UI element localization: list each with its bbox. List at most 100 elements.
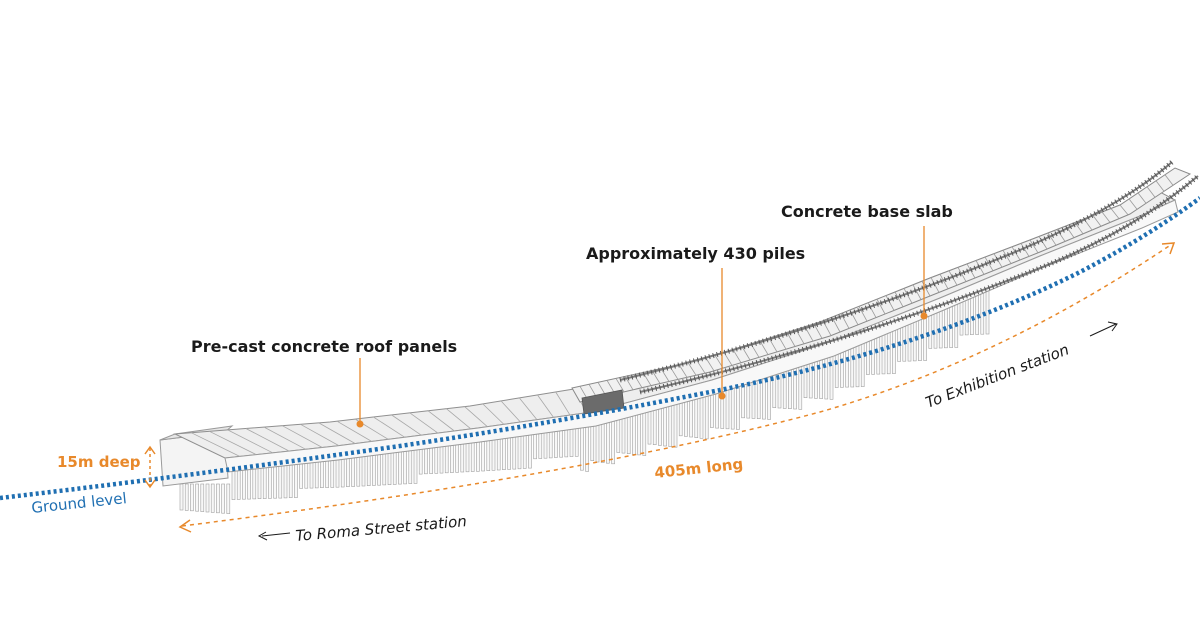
pile	[346, 456, 350, 487]
pile	[221, 483, 225, 514]
depth-arrow-top	[144, 445, 156, 455]
leader-dot-piles	[718, 392, 726, 400]
pile	[699, 395, 704, 439]
frame-rib	[732, 349, 742, 363]
pile	[377, 452, 381, 486]
pile	[216, 483, 220, 514]
pile	[564, 427, 569, 458]
roof-panel-seam	[518, 397, 538, 420]
pile	[689, 398, 693, 438]
pile	[642, 411, 647, 456]
length-arrow-right	[1161, 242, 1176, 255]
label-piles: Approximately 430 piles	[586, 244, 805, 263]
pile	[392, 450, 397, 485]
pile	[444, 444, 449, 474]
pile	[439, 444, 444, 474]
roof-panel-seam	[282, 425, 323, 448]
pile	[741, 383, 745, 419]
roof-panel-seam	[263, 426, 306, 450]
pile	[351, 455, 355, 487]
pile	[580, 425, 584, 471]
pile	[845, 348, 849, 388]
frame-rib	[894, 291, 904, 307]
frame-rib	[921, 281, 931, 297]
pile	[600, 422, 605, 463]
pile	[247, 467, 251, 500]
pile	[387, 451, 392, 486]
pile	[704, 394, 709, 440]
pile	[590, 424, 595, 462]
pile	[470, 440, 475, 472]
rail-track-lower-ties	[639, 174, 1200, 395]
frame-ribs	[579, 174, 1174, 401]
pile	[860, 342, 865, 387]
pile	[304, 461, 309, 489]
pile	[767, 375, 771, 420]
frame-rib	[813, 323, 823, 339]
frame-rib	[759, 340, 769, 355]
pile	[460, 442, 465, 473]
pile	[424, 446, 428, 475]
pile	[678, 401, 683, 437]
label-to-exhibition: To Exhibition station	[923, 340, 1071, 411]
pile	[616, 418, 621, 453]
pile	[268, 465, 272, 499]
roof-panel-seam	[191, 432, 240, 457]
roof-panel-seam	[464, 406, 488, 428]
pile	[429, 446, 433, 474]
pile	[663, 405, 667, 447]
pile	[481, 439, 485, 472]
pile	[273, 464, 277, 499]
pile	[517, 434, 522, 470]
pile	[959, 300, 964, 336]
pile	[871, 337, 875, 375]
leader-dot-roof-panels	[356, 420, 364, 428]
tunnel-side-wall	[224, 199, 1179, 473]
roof-panel-seam	[209, 430, 257, 455]
frame-rib	[912, 284, 922, 300]
pile	[668, 404, 673, 447]
pile	[210, 483, 215, 513]
pile	[231, 469, 236, 500]
pile	[299, 461, 303, 489]
pile	[340, 457, 345, 488]
pile	[434, 445, 439, 474]
rail-track-upper-ties	[619, 160, 1174, 383]
ground-level-line	[0, 196, 1200, 501]
pile	[751, 380, 756, 419]
pile	[621, 416, 626, 454]
pile	[923, 316, 927, 361]
label-base-slab: Concrete base slab	[781, 202, 953, 221]
pile	[819, 358, 823, 399]
frame-rib	[696, 360, 706, 374]
pile	[850, 346, 855, 388]
pile	[356, 455, 361, 487]
pile	[398, 449, 402, 485]
frame-rib	[957, 267, 967, 282]
pile	[382, 451, 387, 486]
frame-rib	[1128, 198, 1138, 210]
pile	[418, 447, 423, 475]
pile	[933, 311, 938, 349]
frame-rib	[1011, 246, 1021, 261]
roof-panel-seam	[336, 420, 373, 442]
pile	[455, 442, 459, 473]
roof-panel-seam	[227, 429, 273, 454]
frame-rib	[1047, 232, 1057, 246]
pile	[283, 463, 288, 499]
leader-dot-base-slab	[920, 312, 928, 320]
pile	[658, 407, 662, 446]
pile	[309, 460, 314, 489]
roof-panel-seam	[500, 400, 521, 423]
pile	[486, 438, 491, 472]
pile	[548, 430, 553, 459]
frame-rib	[876, 299, 886, 315]
pile	[626, 415, 631, 455]
pile	[892, 329, 896, 374]
pile	[543, 430, 548, 459]
pile	[606, 420, 610, 464]
pile	[710, 393, 714, 428]
frame-rib	[1146, 186, 1156, 198]
pile	[964, 298, 969, 336]
